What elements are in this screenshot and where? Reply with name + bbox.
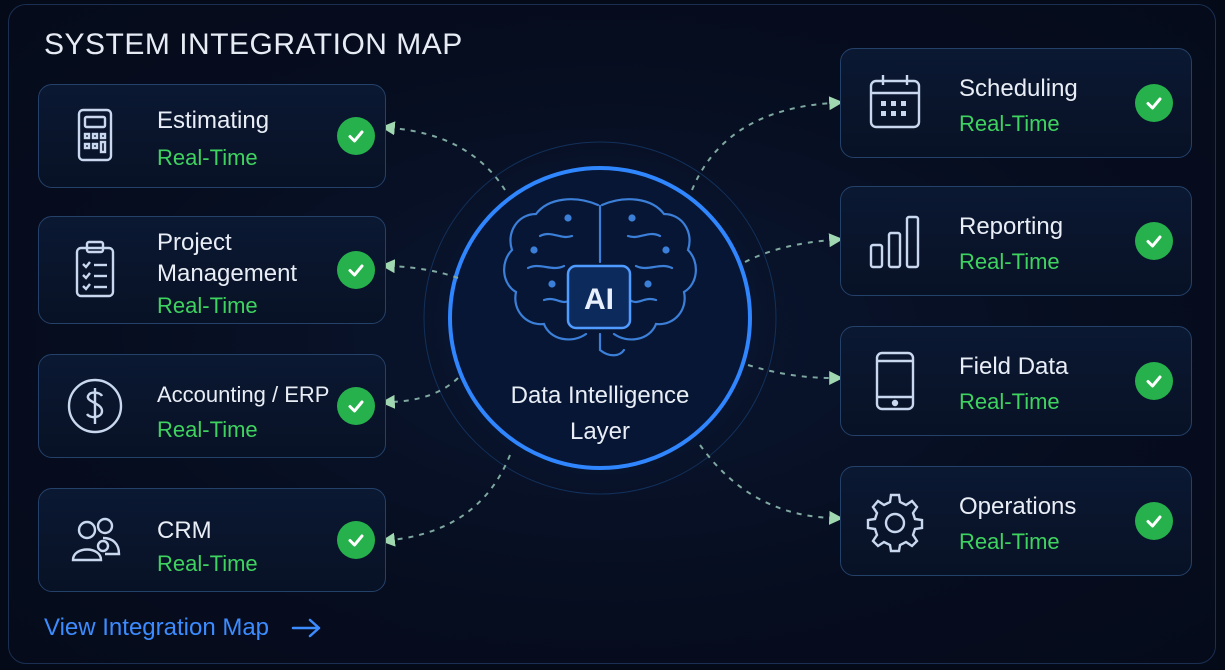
connector-crm bbox=[380, 454, 511, 547]
status-label: Real-Time bbox=[959, 389, 1060, 414]
status-label: Real-Time bbox=[157, 293, 258, 318]
status-label: Real-Time bbox=[157, 145, 258, 170]
connector-scheduling bbox=[691, 96, 844, 191]
system-name-line2: Management bbox=[157, 260, 298, 287]
ai-chip-icon bbox=[566, 264, 632, 330]
view-integration-map-link[interactable]: View Integration Map bbox=[44, 614, 323, 642]
system-name: Reporting bbox=[959, 213, 1064, 240]
hub-label-line2: Layer bbox=[569, 418, 631, 445]
status-label: Real-Time bbox=[959, 529, 1060, 554]
system-name: Field Data bbox=[959, 353, 1069, 380]
system-card-field-data[interactable]: Field Data Real-Time bbox=[840, 326, 1192, 436]
clipboard-icon bbox=[75, 240, 115, 298]
check-icon bbox=[337, 251, 375, 289]
connector-estimating bbox=[380, 121, 506, 191]
bar-chart-icon bbox=[869, 215, 920, 269]
page-title: SYSTEM INTEGRATION MAP bbox=[44, 28, 463, 61]
calculator-icon bbox=[77, 108, 113, 162]
dollar-icon bbox=[67, 378, 123, 434]
arrow-right-icon bbox=[291, 618, 321, 638]
check-icon bbox=[337, 117, 375, 155]
ai-badge: AI bbox=[584, 283, 614, 316]
tablet-icon bbox=[875, 351, 915, 411]
check-icon bbox=[337, 521, 375, 559]
system-card-accounting-erp[interactable]: Accounting / ERP Real-Time bbox=[38, 354, 386, 458]
status-label: Real-Time bbox=[959, 249, 1060, 274]
check-icon bbox=[1135, 222, 1173, 260]
status-label: Real-Time bbox=[959, 111, 1060, 136]
gear-icon bbox=[866, 493, 924, 553]
system-card-estimating[interactable]: Estimating Real-Time bbox=[38, 84, 386, 188]
users-icon bbox=[71, 517, 121, 562]
check-icon bbox=[337, 387, 375, 425]
check-icon bbox=[1135, 502, 1173, 540]
hub-label-line1: Data Intelligence bbox=[510, 382, 690, 409]
view-integration-map-label: View Integration Map bbox=[44, 614, 270, 641]
system-card-reporting[interactable]: Reporting Real-Time bbox=[840, 186, 1192, 296]
system-card-scheduling[interactable]: Scheduling Real-Time bbox=[840, 48, 1192, 158]
check-icon bbox=[1135, 362, 1173, 400]
system-name: Scheduling bbox=[959, 75, 1078, 102]
system-card-project-management[interactable]: Project Management Real-Time bbox=[38, 216, 386, 324]
system-name: Accounting / ERP bbox=[157, 382, 330, 407]
system-name: Operations bbox=[959, 493, 1077, 520]
calendar-icon bbox=[869, 75, 921, 129]
check-icon bbox=[1135, 84, 1173, 122]
system-name: Estimating bbox=[157, 107, 270, 134]
status-label: Real-Time bbox=[157, 417, 258, 442]
system-card-operations[interactable]: Operations Real-Time bbox=[840, 466, 1192, 576]
connector-operations bbox=[699, 444, 844, 525]
connector-reporting bbox=[744, 233, 844, 263]
system-name-line1: Project bbox=[157, 229, 232, 256]
hub-label: Data Intelligence Layer bbox=[450, 378, 750, 450]
brain-icon bbox=[503, 198, 697, 357]
system-card-crm[interactable]: CRM Real-Time bbox=[38, 488, 386, 592]
system-name: CRM bbox=[157, 517, 212, 544]
status-label: Real-Time bbox=[157, 551, 258, 576]
